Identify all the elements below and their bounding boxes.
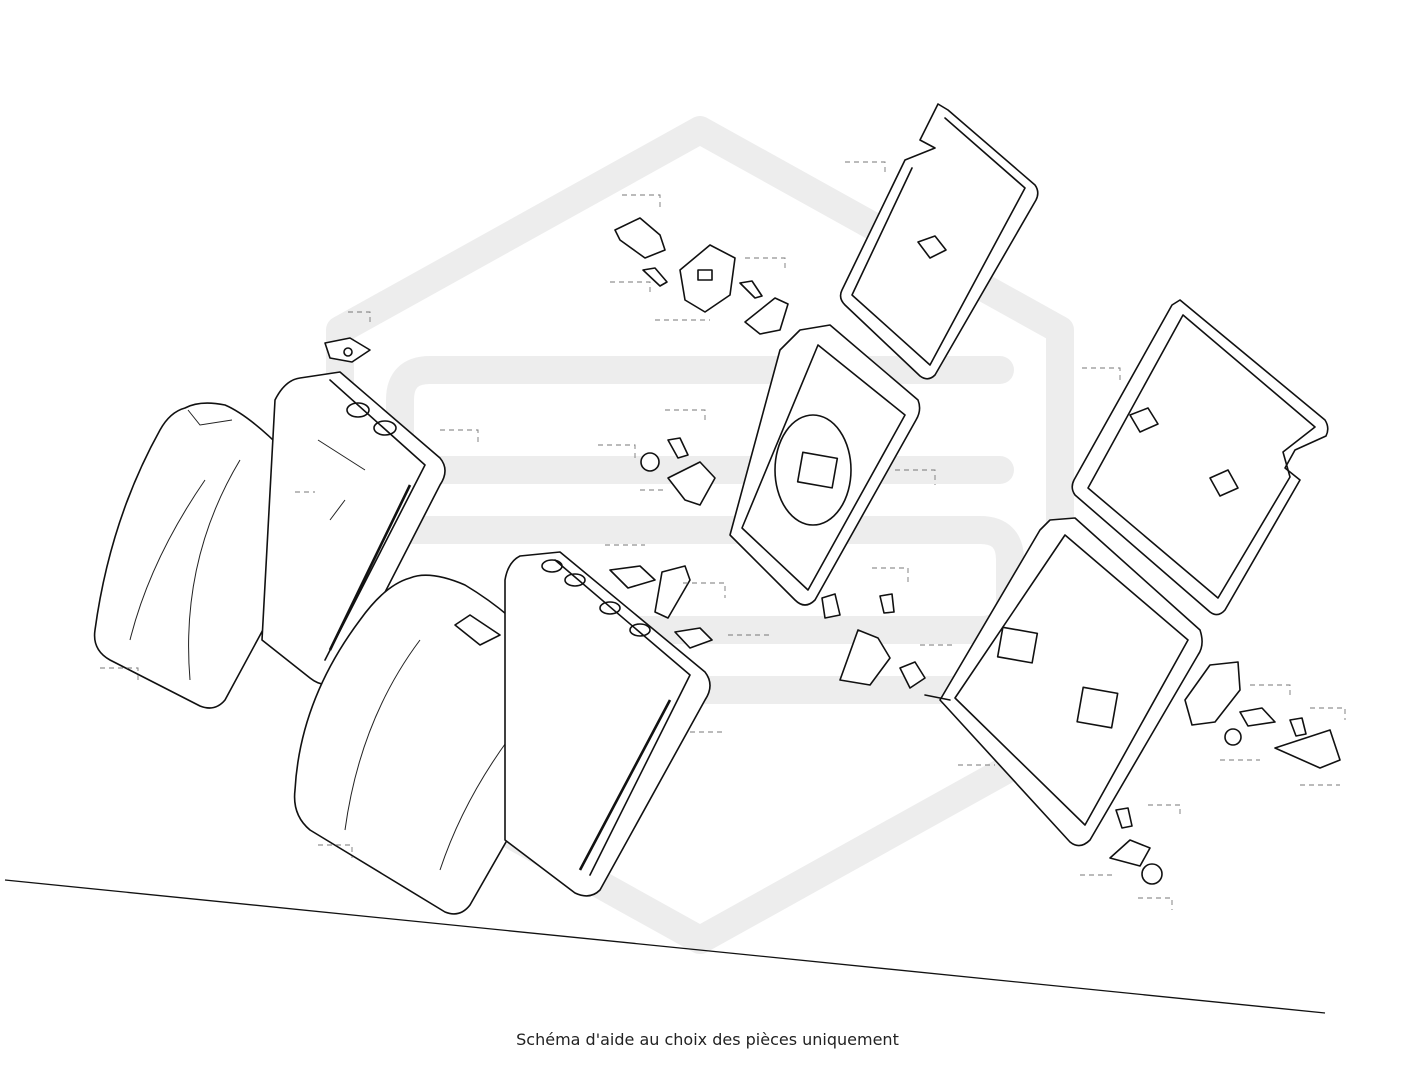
backrest-frame-left bbox=[729, 324, 921, 606]
diagram-caption: Schéma d'aide au choix des pièces unique… bbox=[516, 1030, 899, 1049]
rear-panel-left bbox=[839, 103, 1039, 380]
hinge-bracket bbox=[667, 297, 1341, 867]
ground-line bbox=[4, 879, 1326, 1014]
backrest-frame-right bbox=[924, 517, 1203, 847]
latch-mechanism bbox=[614, 217, 736, 313]
backrest-frame-cover-right bbox=[504, 551, 711, 897]
headrest-guide bbox=[609, 565, 713, 649]
bolt bbox=[640, 452, 1242, 885]
rear-panel-right bbox=[1071, 299, 1329, 616]
backrest-cushion-left bbox=[93, 402, 328, 709]
clip bbox=[324, 337, 371, 363]
screw bbox=[642, 267, 1307, 829]
clip bbox=[821, 593, 1276, 727]
callout-lines bbox=[100, 161, 1346, 910]
